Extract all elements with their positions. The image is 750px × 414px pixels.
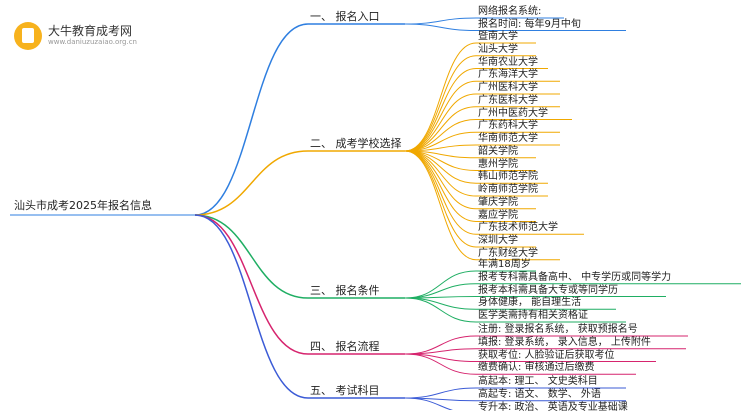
item-label-4-2: 填报: 登录系统， 录入信息， 上传附件	[478, 336, 651, 348]
item-label-2-18: 广东财经大学	[478, 247, 538, 259]
item-branch-2-12	[404, 150, 477, 184]
item-label-3-2: 报考专科需具备高中、 中专学历或同等学力	[478, 271, 672, 283]
item-branch-3-5	[404, 297, 477, 323]
root-topic: 汕头市成考2025年报名信息	[14, 199, 152, 212]
item-branch-2-7	[404, 119, 477, 152]
item-label-2-13: 岭南师范学院	[478, 184, 538, 195]
section-label-1: 一、 报名入口	[310, 10, 380, 23]
item-branch-2-3	[404, 68, 477, 152]
item-branch-5-3	[404, 397, 454, 410]
item-label-4-4: 缴费确认: 审核通过后缴费	[478, 362, 595, 374]
item-label-3-3: 报考本科需具备大专或等同学历	[478, 284, 618, 296]
item-branch-2-2	[404, 55, 477, 152]
item-branch-2-18	[404, 150, 477, 261]
item-label-4-1: 注册: 登录报名系统， 获取预报名号	[478, 324, 638, 335]
item-label-2-17: 深圳大学	[478, 235, 518, 246]
item-label-2-14: 肇庆学院	[478, 196, 518, 208]
item-branch-3-4	[404, 297, 477, 310]
logo-subtitle: www.daniuzuzaiao.org.cn	[48, 38, 137, 46]
item-label-2-7: 广州中医药大学	[478, 107, 548, 119]
logo-book-icon	[14, 22, 42, 50]
item-label-2-15: 嘉应学院	[478, 209, 518, 221]
item-label-1-2: 报名时间: 每年9月中旬	[478, 18, 581, 30]
item-label-2-1: 暨南大学	[478, 31, 518, 42]
item-branch-2-6	[404, 106, 477, 152]
item-label-2-10: 韶关学院	[478, 145, 518, 157]
item-label-1-1: 网络报名系统:	[478, 6, 542, 17]
item-label-2-2: 汕头大学	[478, 43, 518, 55]
section-label-5: 五、 考试科目	[310, 384, 380, 397]
root-branch-2	[194, 150, 309, 216]
item-label-5-2: 高起专: 语文、 数学、 外语	[478, 388, 601, 400]
section-label-4: 四、 报名流程	[310, 340, 380, 353]
item-label-3-5: 医学类需持有相关资格证	[478, 310, 588, 321]
item-label-2-8: 广东药科大学	[478, 120, 538, 132]
item-branch-2-1	[404, 42, 477, 152]
logo-title: 大牛教育成考网	[48, 24, 133, 38]
item-label-5-1: 高起本: 理工、 文史类科目	[478, 376, 598, 387]
item-branch-4-4	[404, 353, 477, 375]
item-label-2-5: 广州医科大学	[478, 82, 538, 93]
item-label-2-4: 广东海洋大学	[478, 69, 538, 81]
item-branch-2-15	[404, 150, 477, 222]
item-label-2-3: 华南农业大学	[478, 56, 538, 68]
item-branch-2-5	[404, 93, 477, 152]
section-label-3: 三、 报名条件	[310, 284, 380, 297]
item-label-5-3: 专升本: 政治、 英语及专业基础课	[478, 401, 628, 413]
item-label-3-1: 年满18周岁	[478, 259, 531, 270]
item-branch-2-17	[404, 150, 477, 248]
item-label-2-9: 华南师范大学	[478, 133, 538, 144]
item-branch-1-1	[404, 17, 477, 25]
item-branch-1-2	[404, 23, 477, 31]
logo: 大牛教育成考网 www.daniuzuzaiao.org.cn	[14, 22, 164, 52]
item-label-2-11: 惠州学院	[478, 158, 518, 170]
item-label-2-16: 广东技术师范大学	[478, 222, 558, 234]
item-branch-5-1	[404, 387, 477, 399]
item-label-2-6: 广东医科大学	[478, 94, 538, 106]
root-branch-3	[194, 214, 309, 299]
item-branch-2-16	[404, 150, 477, 235]
root-branch-4	[194, 214, 309, 355]
item-label-3-4: 身体健康， 能自理生活	[478, 297, 582, 309]
item-branch-2-4	[404, 80, 477, 152]
section-label-2: 二、 成考学校选择	[310, 137, 402, 150]
item-label-4-3: 获取考位: 人脸验证后获取考位	[478, 349, 615, 361]
item-branch-3-2	[404, 283, 477, 299]
item-label-2-12: 韩山师范学院	[478, 171, 538, 183]
root-branch-1	[194, 23, 309, 216]
root-branch-5	[194, 214, 309, 399]
